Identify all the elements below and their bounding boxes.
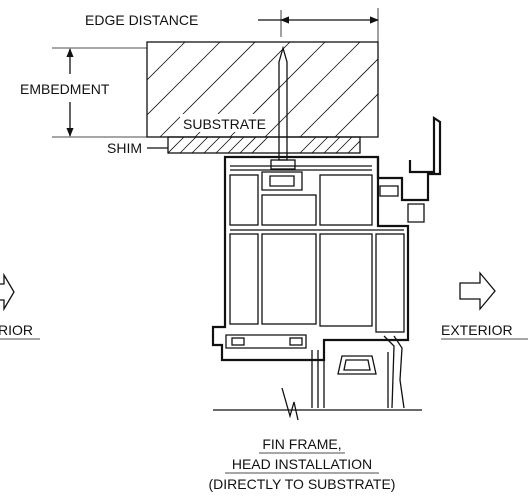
edge-distance-dimension: EDGE DISTANCE xyxy=(85,8,379,42)
substrate-label-bg xyxy=(180,114,266,132)
caption-line-2: HEAD INSTALLATION xyxy=(232,456,372,472)
sash-left-rail xyxy=(311,350,319,408)
chamber-2 xyxy=(319,174,373,226)
interior-indicator: RIOR xyxy=(0,272,40,340)
fin-channel-2 xyxy=(407,203,425,223)
chamber-7 xyxy=(375,233,405,333)
chamber-5 xyxy=(261,233,317,325)
sash-profile xyxy=(337,355,377,375)
chamber-6 xyxy=(319,233,373,327)
substrate-label: SUBSTRATE xyxy=(183,116,266,132)
frame-outline xyxy=(211,155,410,362)
exterior-label: EXTERIOR xyxy=(441,322,513,338)
bottom-rail-notch-2 xyxy=(289,337,303,346)
substrate-block: SUBSTRATE xyxy=(146,41,379,138)
section-break xyxy=(213,387,422,421)
exterior-fin xyxy=(376,115,442,202)
frame-top-wall xyxy=(230,165,372,171)
break-symbol xyxy=(281,387,299,421)
exterior-arrow-icon xyxy=(459,271,496,311)
caption-line-1: FIN FRAME, xyxy=(262,436,341,452)
bottom-rail-notch-1 xyxy=(231,337,245,346)
embedment-label: EMBEDMENT xyxy=(20,81,110,97)
fin-channel xyxy=(379,185,399,197)
shim-label: SHIM xyxy=(107,140,142,156)
chamber-4 xyxy=(229,233,259,325)
glazing-line xyxy=(383,335,395,409)
sash-profile-inner xyxy=(343,359,371,371)
caption-line-3: (DIRECTLY TO SUBSTRATE) xyxy=(209,476,396,492)
interior-label: RIOR xyxy=(0,322,33,338)
shim: SHIM xyxy=(107,136,361,156)
caption: FIN FRAME, HEAD INSTALLATION (DIRECTLY T… xyxy=(209,436,396,492)
shim-outline xyxy=(167,136,361,154)
chamber-1 xyxy=(229,174,259,226)
fastener-shank xyxy=(278,45,288,161)
glass-edge xyxy=(393,335,405,409)
fastener xyxy=(270,45,296,170)
exterior-indicator: EXTERIOR xyxy=(441,271,528,340)
window-frame xyxy=(211,115,442,362)
nail-slot-inner xyxy=(269,175,295,187)
nail-slot xyxy=(261,171,303,191)
fastener-head xyxy=(270,159,296,170)
shim-hatch xyxy=(168,137,360,153)
chamber-3 xyxy=(261,194,317,226)
bottom-rail xyxy=(225,334,307,349)
interior-arrow-icon xyxy=(0,272,15,312)
embedment-dimension: EMBEDMENT xyxy=(20,47,147,138)
sash-frame xyxy=(323,352,389,408)
edge-distance-label: EDGE DISTANCE xyxy=(85,12,198,28)
sash-assembly xyxy=(311,335,405,409)
